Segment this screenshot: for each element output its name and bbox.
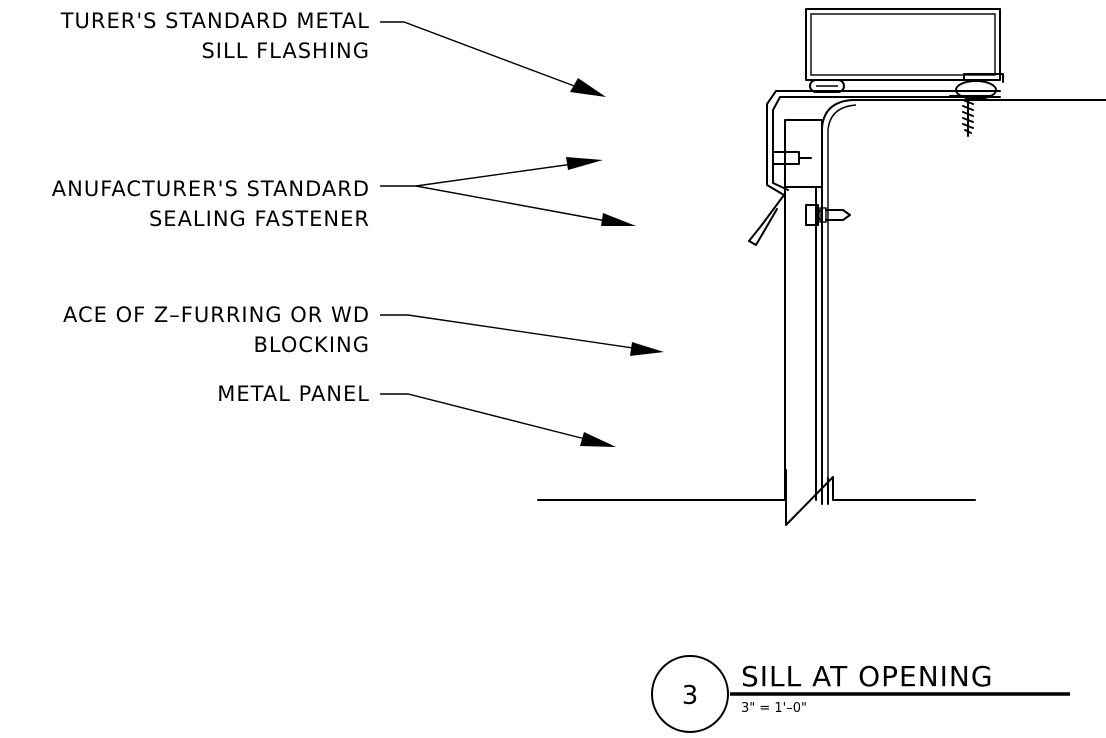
callout-z-furring: ACE OF Z–FURRING OR WD BLOCKING xyxy=(63,303,664,357)
z-furring-blocking xyxy=(772,119,823,501)
detail-number: 3 xyxy=(682,681,699,711)
callout-metal-panel: METAL PANEL xyxy=(217,382,616,447)
window-frame xyxy=(805,8,1004,100)
leader-sealing-fastener-a xyxy=(380,162,581,187)
callout-z-furring-line2: BLOCKING xyxy=(254,333,371,357)
callout-sealing-fastener-line1: ANUFACTURER'S STANDARD xyxy=(52,177,370,201)
substrate-outline xyxy=(821,99,1106,501)
arrowhead-sill-flashing xyxy=(570,78,606,97)
metal-panel-base xyxy=(537,469,976,526)
arrowhead-sealing-fastener-b xyxy=(601,213,636,226)
leader-metal-panel xyxy=(380,393,594,442)
detail-title: SILL AT OPENING xyxy=(741,660,994,693)
sealing-fastener-mid-icon xyxy=(805,204,851,226)
callout-sealing-fastener-line2: SEALING FASTENER xyxy=(149,207,370,231)
sealing-fastener-top-icon xyxy=(949,95,991,137)
callout-sill-flashing: TURER'S STANDARD METAL SILL FLASHING xyxy=(60,9,606,97)
detail-title-block: 3 SILL AT OPENING 3" = 1'–0" xyxy=(651,655,1070,733)
leader-sill-flashing xyxy=(380,21,586,91)
right-sill-clip xyxy=(949,73,1004,83)
callout-sill-flashing-line2: SILL FLASHING xyxy=(201,39,370,63)
leader-sealing-fastener-b xyxy=(415,185,613,223)
detail-scale: 3" = 1'–0" xyxy=(741,701,807,716)
arrowhead-z-furring xyxy=(630,342,664,356)
detail-number-bubble xyxy=(651,655,729,733)
arrowhead-sealing-fastener-a xyxy=(566,157,603,170)
callout-z-furring-line1: ACE OF Z–FURRING OR WD xyxy=(63,303,370,327)
leader-z-furring xyxy=(380,314,641,350)
sill-flashing xyxy=(748,90,1001,246)
callout-sill-flashing-line1: TURER'S STANDARD METAL xyxy=(60,9,370,33)
callout-metal-panel-line1: METAL PANEL xyxy=(217,382,370,406)
arrowhead-metal-panel xyxy=(580,432,616,447)
callout-sealing-fastener: ANUFACTURER'S STANDARD SEALING FASTENER xyxy=(52,157,636,231)
